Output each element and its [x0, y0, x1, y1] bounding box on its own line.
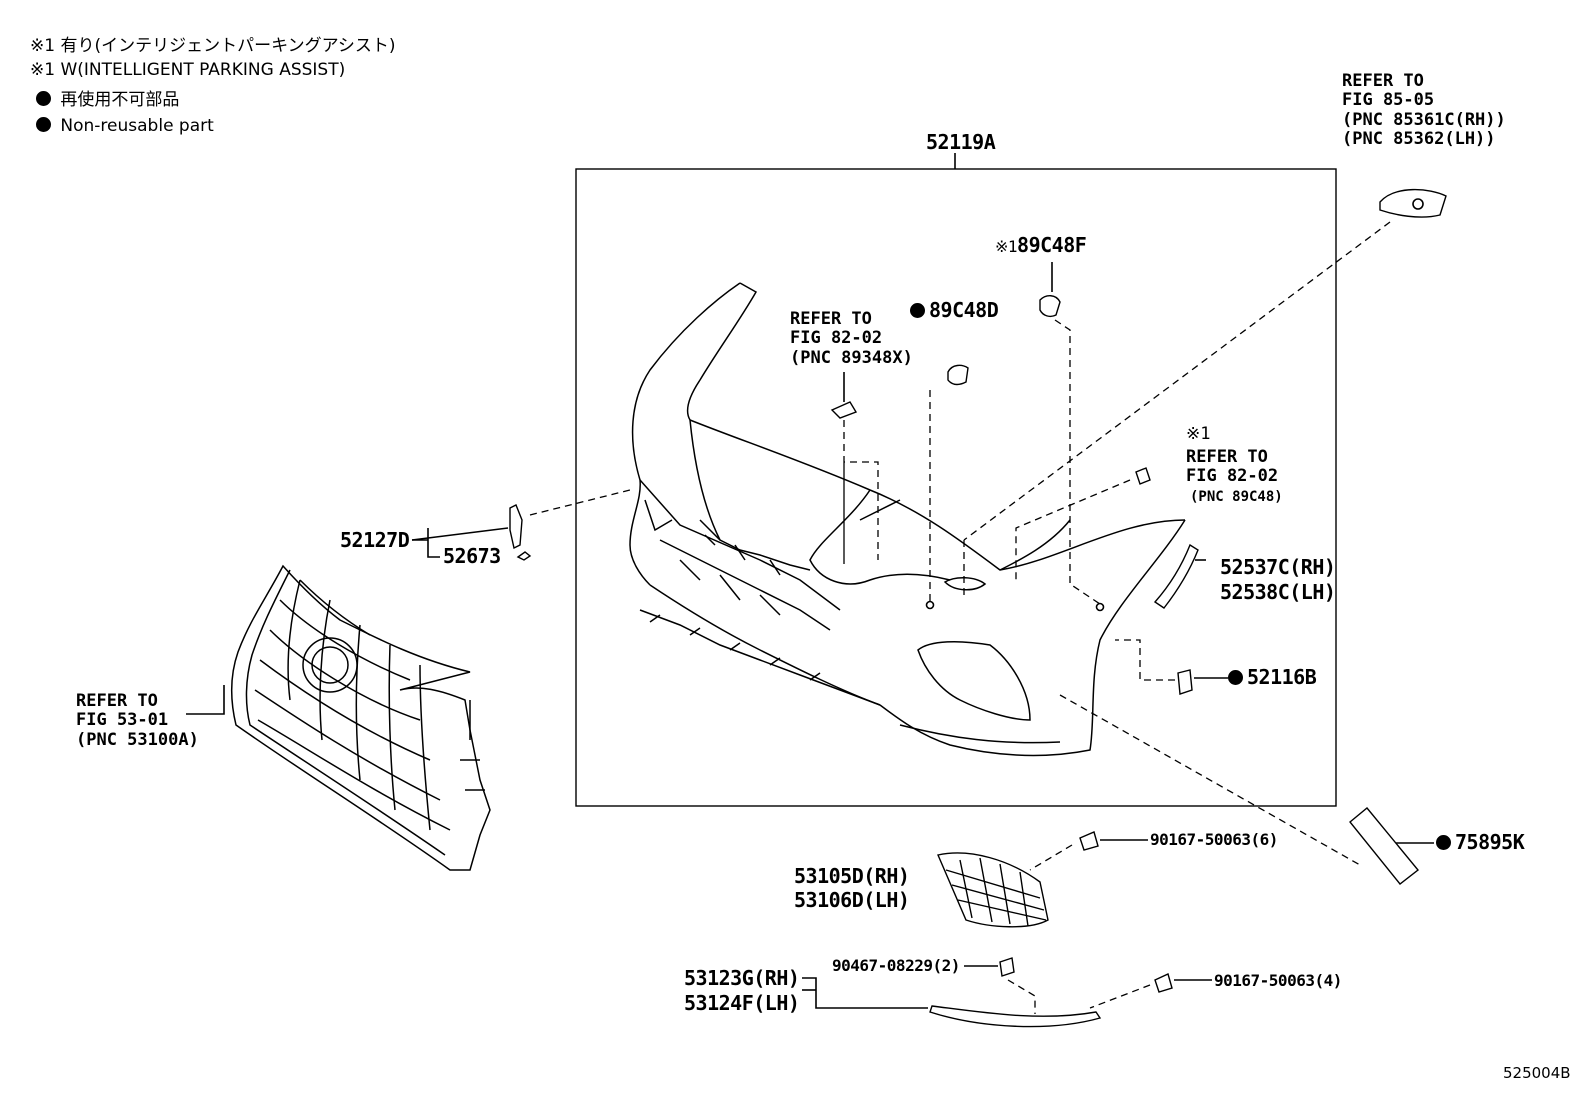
label-90467[interactable]: 90467-08229(2): [832, 956, 960, 975]
ref-fig-85-05[interactable]: REFER TO FIG 85-05 (PNC 85361C(RH)) (PNC…: [1342, 71, 1506, 150]
nut-drawing: [999, 957, 1015, 977]
sensor-89c48d-drawing: [947, 364, 969, 386]
legend-line-4: Non-reusable part: [36, 117, 214, 135]
ref-mark-right: ※1: [1186, 424, 1211, 444]
label-52127d[interactable]: 52127D: [340, 528, 410, 552]
label-90167-4[interactable]: 90167-50063(4): [1214, 971, 1342, 990]
bracket-89348x-drawing: [830, 401, 858, 419]
label-53124f[interactable]: 53124F(LH): [684, 991, 800, 1015]
label-75895k[interactable]: 75895K: [1436, 830, 1525, 854]
fog-cover-drawing: [937, 852, 1049, 928]
legend-line-1: ※1 有り(インテリジェントパーキングアシスト): [30, 36, 396, 56]
assembly-box: [575, 168, 1337, 807]
label-52537c[interactable]: 52537C(RH): [1220, 555, 1336, 579]
ref-fig-82-02-right[interactable]: REFER TO FIG 82-02: [1186, 447, 1279, 487]
legend-line-3-text: 再使用不可部品: [60, 90, 180, 110]
label-53123g[interactable]: 53123G(RH): [684, 966, 800, 990]
label-90167-6[interactable]: 90167-50063(6): [1150, 830, 1278, 849]
sensor-right-drawing: [1135, 467, 1151, 485]
bracket-leader: [412, 528, 440, 558]
label-75895k-text: 75895K: [1455, 830, 1525, 854]
bracket-drawing: [509, 504, 523, 550]
label-89c48d[interactable]: 89C48D: [910, 298, 999, 322]
lamp-drawing: [1379, 188, 1447, 218]
sensor-89c48f-drawing: [1039, 295, 1061, 318]
label-52673[interactable]: 52673: [443, 544, 501, 568]
grille-leader: [186, 685, 225, 715]
lower-molding-drawing: [929, 1005, 1102, 1028]
label-52116b[interactable]: 52116B: [1228, 665, 1317, 689]
non-reusable-dot-icon: [910, 303, 925, 318]
retainer-drawing: [1177, 669, 1193, 695]
screw-a-drawing: [1079, 831, 1099, 851]
legend-line-3: 再使用不可部品: [36, 91, 179, 109]
label-89c48f[interactable]: ※189C48F: [995, 233, 1087, 257]
non-reusable-dot-icon: [36, 91, 51, 106]
screw-b-drawing: [1154, 973, 1173, 993]
label-89c48f-text: 89C48F: [1017, 233, 1087, 257]
label-52538c[interactable]: 52538C(LH): [1220, 580, 1336, 604]
ref-pnc-89c48: (PNC 89C48): [1190, 489, 1283, 505]
bumper-cover-drawing: [629, 282, 1186, 757]
non-reusable-dot-icon: [1436, 835, 1451, 850]
non-reusable-dot-icon: [36, 117, 51, 132]
legend-line-2: ※1 W(INTELLIGENT PARKING ASSIST): [30, 60, 346, 80]
clip-drawing: [516, 551, 532, 561]
ref-fig-82-02-center[interactable]: REFER TO FIG 82-02 (PNC 89348X): [790, 309, 913, 368]
non-reusable-dot-icon: [1228, 670, 1243, 685]
label-53106d[interactable]: 53106D(LH): [794, 888, 910, 912]
label-89c48d-text: 89C48D: [929, 298, 999, 322]
grille-drawing: [230, 564, 491, 871]
label-52119a[interactable]: 52119A: [926, 130, 996, 154]
reflector-drawing: [1349, 807, 1419, 885]
label-53105d[interactable]: 53105D(RH): [794, 864, 910, 888]
label-52116b-text: 52116B: [1247, 665, 1317, 689]
legend-line-4-text: Non-reusable part: [60, 116, 214, 136]
diagram-code: 525004B: [1503, 1064, 1571, 1082]
lower-leader: [802, 977, 928, 1009]
molding-drawing: [1153, 543, 1199, 609]
label-89c48f-mark: ※1: [995, 237, 1018, 256]
ref-fig-53-01[interactable]: REFER TO FIG 53-01 (PNC 53100A): [76, 691, 199, 750]
